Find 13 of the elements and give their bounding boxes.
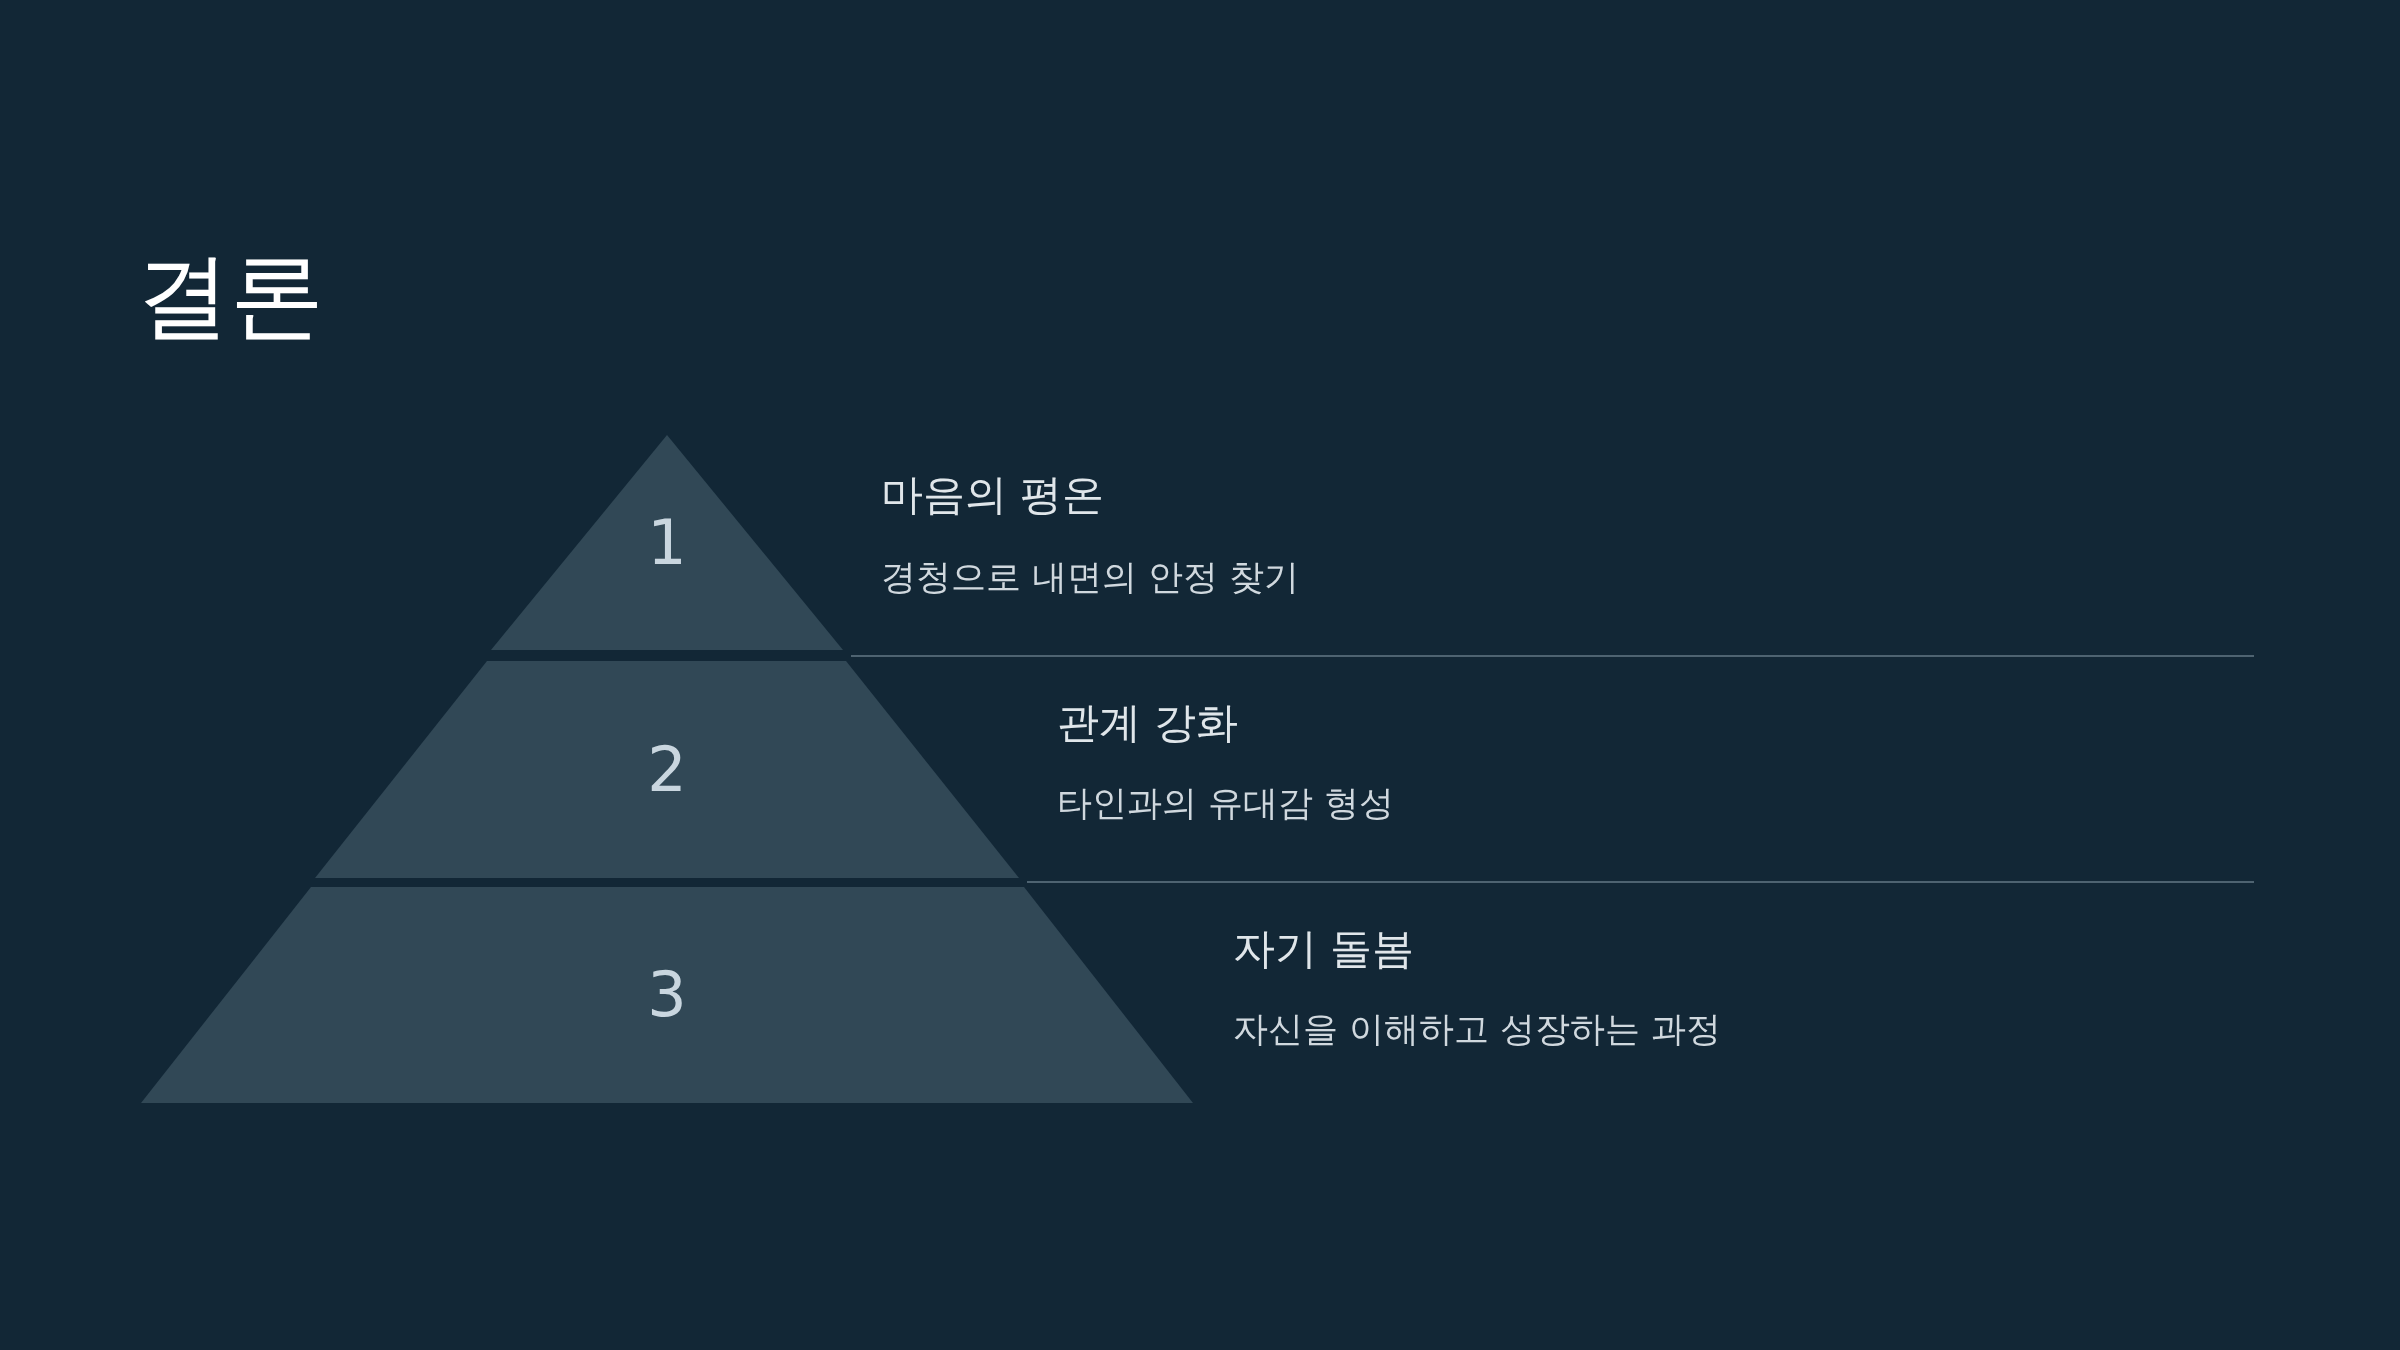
level-heading: 자기 돌봄 — [1233, 924, 1415, 975]
level-number: 3 — [647, 964, 687, 1026]
level-description: 타인과의 유대감 형성 — [1057, 782, 1395, 824]
slide-title: 결론 — [136, 240, 324, 352]
level-heading: 관계 강화 — [1057, 698, 1239, 749]
level-heading: 마음의 평온 — [881, 470, 1105, 521]
pyramid-level — [315, 661, 1019, 878]
level-description: 경청으로 내면의 안정 찾기 — [881, 556, 1300, 598]
pyramid-level — [141, 887, 1193, 1103]
level-number: 2 — [647, 738, 687, 801]
level-number: 1 — [647, 511, 687, 574]
pyramid-level — [491, 435, 843, 650]
level-description: 자신을 이해하고 성장하는 과정 — [1233, 1008, 1722, 1050]
